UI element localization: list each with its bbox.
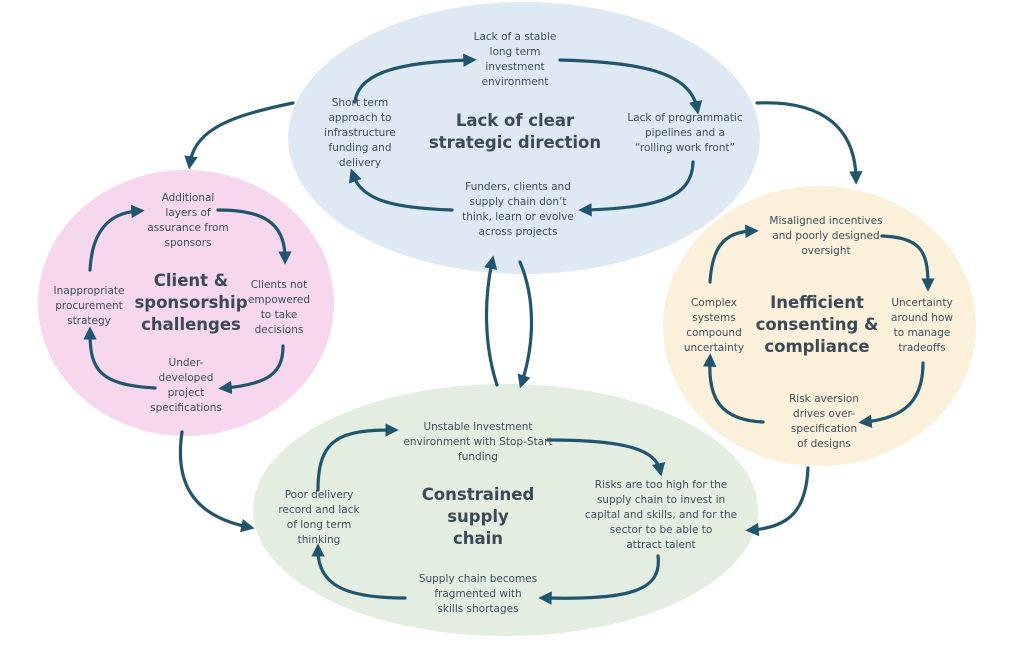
node-misaligned-incentives: Misaligned incentives and poorly designe… <box>769 215 883 257</box>
arrow-bottom-2 <box>538 554 660 605</box>
arrow-right-4 <box>708 224 759 284</box>
node-short-term-approach: Short term approach to infrastructure fu… <box>324 97 396 169</box>
node-clients-not-empowered: Clients not empowered to take decisions <box>247 279 311 336</box>
arrow-top-1 <box>353 53 477 104</box>
supply-chain-cluster <box>253 384 758 636</box>
arrow-left-1 <box>216 208 292 265</box>
node-fragmented-supply-chain: Supply chain becomes fragmented with ski… <box>418 573 538 615</box>
node-complex-systems: Complex systems compound uncertainty <box>683 297 745 354</box>
arrow-right-to-bottom <box>745 466 810 537</box>
arrow-bottom-to-top <box>484 255 499 387</box>
arrow-top-to-right <box>755 101 863 185</box>
client-sponsorship-title: Client & sponsorship challenges <box>134 271 248 334</box>
node-unstable-investment: Unstable investment environment with Sto… <box>403 421 553 463</box>
strategic-direction-title: Lack of clear strategic direction <box>428 111 602 152</box>
consenting-compliance-cluster <box>663 186 976 466</box>
node-programmatic-pipelines: Lack of programmatic pipelines and a “ro… <box>627 112 743 154</box>
arrow-left-to-bottom <box>178 430 255 533</box>
arrow-right-2 <box>858 361 925 429</box>
consenting-compliance-title: Inefficient consenting & compliance <box>755 293 879 356</box>
arrow-top-3 <box>578 160 695 217</box>
arrow-left-2 <box>218 344 285 395</box>
node-additional-assurance: Additional layers of assurance from spon… <box>147 192 229 249</box>
arrow-top-4 <box>348 168 454 212</box>
arrow-left-3 <box>83 326 157 390</box>
arrow-bottom-1 <box>546 438 666 477</box>
arrow-top-2 <box>558 58 703 115</box>
node-funders-learning: Funders, clients and supply chain don’t … <box>462 181 574 238</box>
arrow-right-3 <box>702 353 765 424</box>
arrow-bottom-3 <box>311 543 407 600</box>
arrow-right-1 <box>880 234 935 292</box>
arrow-bottom-4 <box>316 423 399 492</box>
node-risk-aversion: Risk aversion drives over- specification… <box>789 393 859 450</box>
node-underdeveloped-specs: Under- developed project specifications <box>150 357 222 414</box>
arrow-top-to-left <box>184 101 295 170</box>
strategic-direction-cluster <box>288 2 760 274</box>
supply-chain-title: Constrained supply chain <box>421 485 535 548</box>
node-poor-delivery-record: Poor delivery record and lack of long te… <box>278 489 360 546</box>
arrow-top-to-bottom <box>517 260 534 389</box>
node-inappropriate-procurement: Inappropriate procurement strategy <box>53 285 125 327</box>
arrow-left-4 <box>88 204 145 272</box>
node-risks-too-high: Risks are too high for the supply chain … <box>584 479 738 551</box>
node-stable-investment: Lack of a stable long term investment en… <box>473 31 557 88</box>
node-uncertainty-tradeoffs: Uncertainty around how to manage tradeof… <box>891 297 953 354</box>
client-sponsorship-cluster <box>38 170 334 436</box>
